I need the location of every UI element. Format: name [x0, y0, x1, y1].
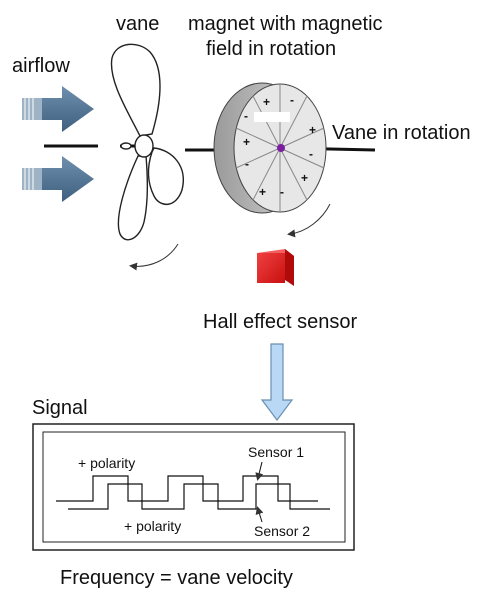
magnet-sign: - — [245, 157, 249, 171]
sensor2-pointer — [255, 506, 264, 523]
hall-effect-sensor-cube — [257, 249, 294, 286]
magnet-sign: - — [244, 109, 248, 123]
vane-blade-bottom — [117, 155, 149, 241]
vane-blade-right — [147, 147, 184, 205]
magnet-sign: - — [280, 185, 284, 199]
plus-polarity-top-label: + polarity — [78, 455, 135, 471]
vane-propeller — [110, 43, 184, 241]
sensor1-pointer — [255, 461, 264, 481]
magnet-center-hub — [277, 144, 285, 152]
magnet-label-line1: magnet with magnetic — [188, 13, 383, 35]
sensor2-label: Sensor 2 — [254, 523, 310, 539]
vane-blade-top — [110, 43, 161, 137]
magnet-sign: - — [290, 93, 294, 107]
signal-box — [32, 423, 355, 551]
magnet-sign: + — [259, 185, 266, 199]
frequency-caption: Frequency = vane velocity — [60, 567, 293, 589]
magnet-sign: + — [301, 171, 308, 185]
signal-label: Signal — [32, 397, 88, 419]
magnet-rotation-arrow — [287, 203, 331, 238]
signal-down-arrow — [260, 343, 294, 421]
magnet-sign: + — [263, 95, 270, 109]
airflow-arrows — [22, 86, 94, 202]
airflow-arrow-bottom — [22, 156, 94, 202]
hall-sensor-label: Hall effect sensor — [203, 311, 357, 333]
sensor2-square-wave — [68, 483, 330, 510]
magnet-sign: + — [309, 123, 316, 137]
magnet-label-line2: field in rotation — [206, 38, 336, 60]
sensor1-square-wave — [56, 475, 318, 502]
airflow-arrow-top — [22, 86, 94, 132]
magnet-disk: + - + - + - + - + - — [213, 82, 327, 214]
vane-rotation-label: Vane in rotation — [332, 122, 471, 144]
sensor1-label: Sensor 1 — [248, 444, 304, 460]
magnet-sign: - — [309, 147, 313, 161]
plus-polarity-bottom-label: + polarity — [124, 518, 181, 534]
vane-rotation-arrow — [129, 243, 179, 271]
vane-hub — [134, 134, 154, 158]
vane-label: vane — [116, 13, 159, 35]
airflow-label: airflow — [12, 55, 70, 77]
magnet-sign: + — [243, 135, 250, 149]
